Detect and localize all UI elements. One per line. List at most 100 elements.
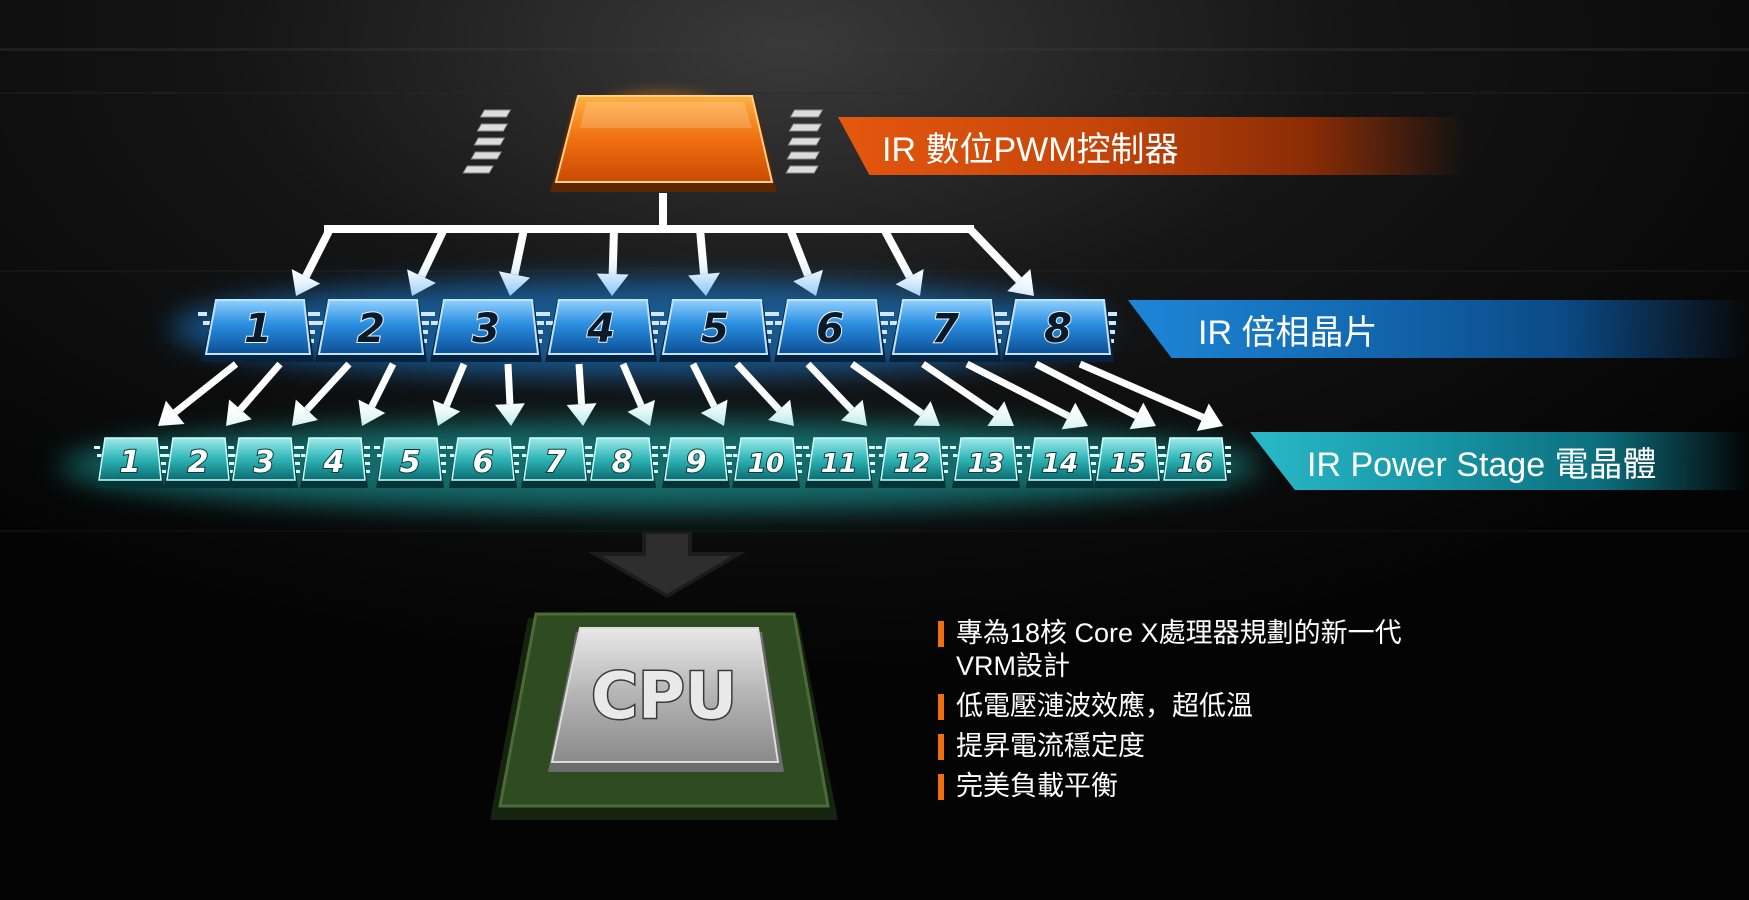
power-stage-chip: 15 <box>1092 437 1164 488</box>
arrow-line <box>302 227 334 279</box>
power-stage-label: IR Power Stage 電晶體 <box>1307 445 1657 484</box>
doubler-chip: 8 <box>998 299 1117 362</box>
pwm-to-doubler-arrows <box>291 193 1034 296</box>
doubler-number: 7 <box>931 306 959 352</box>
bullet-bar <box>938 694 944 720</box>
arrow-head <box>913 401 940 426</box>
power-stage-number: 14 <box>1042 449 1078 479</box>
power-stage-number: 2 <box>188 445 209 480</box>
feature-list: 專為18核 Core X處理器規劃的新一代 VRM設計 低電壓漣波效應，超低溫 … <box>938 617 1418 810</box>
arrow-head <box>1196 403 1223 432</box>
doubler-chip: 7 <box>885 299 1004 362</box>
power-stage-chip: 3 <box>228 437 300 488</box>
arrow-line <box>689 362 718 408</box>
arrow-line <box>880 227 914 279</box>
arrow-line <box>417 227 448 278</box>
arrow-line <box>805 361 855 413</box>
power-stage-chip: 7 <box>519 437 591 488</box>
doubler-chip: 5 <box>655 299 774 362</box>
doubler-chip: 6 <box>770 299 889 362</box>
arrow-head <box>1129 402 1156 430</box>
power-stage-chip: 9 <box>660 437 732 488</box>
arrow-line <box>608 228 618 275</box>
cpu-chip: CPU <box>490 612 838 820</box>
arrow-head <box>1007 269 1034 296</box>
power-stage-chip: 1 <box>94 437 166 488</box>
arrow-head <box>158 400 185 426</box>
arrow-line <box>575 363 586 405</box>
power-stage-number: 5 <box>400 445 421 480</box>
power-stage-banner: IR Power Stage 電晶體 <box>1250 432 1749 490</box>
arrow-line <box>921 361 998 417</box>
power-stage-number: 15 <box>1110 449 1146 479</box>
power-stage-chip: 10 <box>730 437 802 488</box>
pwm-controller-banner: IR 數位PWM控制器 <box>838 117 1466 175</box>
arrow-head <box>226 399 252 426</box>
pwm-controller-label: IR 數位PWM控制器 <box>882 130 1179 169</box>
arrow-line <box>237 361 283 412</box>
arrow-head <box>840 399 867 426</box>
arrow-line <box>849 361 925 417</box>
doubler-number: 6 <box>816 306 844 352</box>
doubler-number: 4 <box>586 306 615 352</box>
doubler-chip: 1 <box>198 299 317 362</box>
arrow-line <box>368 362 397 408</box>
phase-doubler-label: IR 倍相晶片 <box>1198 313 1378 352</box>
power-stage-number: 11 <box>821 449 857 479</box>
arrow-line <box>510 228 528 276</box>
arrow-head <box>627 399 655 426</box>
power-stage-chip: 13 <box>950 437 1022 488</box>
arrow-line <box>1034 360 1139 420</box>
power-stage-chip: 11 <box>803 437 875 488</box>
feature-item-continued: VRM設計 <box>938 650 1418 683</box>
power-stage-number: 4 <box>323 445 345 480</box>
power-stage-chip: 5 <box>374 437 446 488</box>
power-stage-number: 9 <box>686 445 707 480</box>
doubler-number: 8 <box>1044 306 1072 352</box>
arrow-head <box>358 399 386 426</box>
power-stage-chip: 12 <box>876 437 948 488</box>
power-stage-chip: 16 <box>1159 437 1231 488</box>
feature-item: 提昇電流穩定度 <box>938 730 1418 763</box>
down-to-cpu-arrow <box>588 532 746 598</box>
arrow-line <box>786 227 812 277</box>
arrow-head <box>987 401 1014 427</box>
arrow-line <box>173 361 239 416</box>
power-stage-chip: 2 <box>162 437 234 488</box>
power-stage-chip: 14 <box>1024 437 1096 488</box>
feature-text: 專為18核 Core X處理器規劃的新一代 <box>956 618 1402 648</box>
arrow-head <box>700 399 728 426</box>
feature-text: 提昇電流穩定度 <box>956 731 1145 761</box>
arrow-line <box>965 360 1071 420</box>
feature-item: 低電壓漣波效應，超低溫 <box>938 690 1418 723</box>
power-stage-chip: 4 <box>298 437 370 488</box>
feature-text: VRM設計 <box>956 651 1070 681</box>
feature-item: 完美負載平衡 <box>938 770 1418 803</box>
arrow-head <box>291 269 321 296</box>
phase-doubler-banner: IR 倍相晶片 <box>1128 300 1749 358</box>
bullet-bar <box>938 774 944 800</box>
power-stage-number: 3 <box>254 445 275 480</box>
doubler-number: 3 <box>472 306 500 352</box>
power-stage-number: 12 <box>894 449 930 479</box>
arrow-line <box>1078 360 1205 421</box>
arrow-head <box>768 399 794 426</box>
doubler-chip: 2 <box>311 299 430 362</box>
arrow-line <box>967 226 1022 283</box>
doubler-to-stage-arrows <box>158 360 1223 432</box>
arrow-line <box>619 362 645 408</box>
arrow-head <box>566 403 597 426</box>
arrow-head <box>292 399 318 426</box>
pwm-controller-chip <box>462 90 824 192</box>
power-stage-number: 7 <box>545 445 566 480</box>
cpu-label: CPU <box>591 660 737 734</box>
arrow-line <box>696 228 709 275</box>
power-stage-number: 16 <box>1177 449 1213 479</box>
power-stage-number: 10 <box>748 449 784 479</box>
arrow-line <box>443 362 468 408</box>
arrow-line <box>734 361 782 413</box>
arrow-head <box>1061 402 1088 430</box>
doubler-number: 1 <box>244 306 272 352</box>
arrow-line <box>504 363 514 405</box>
